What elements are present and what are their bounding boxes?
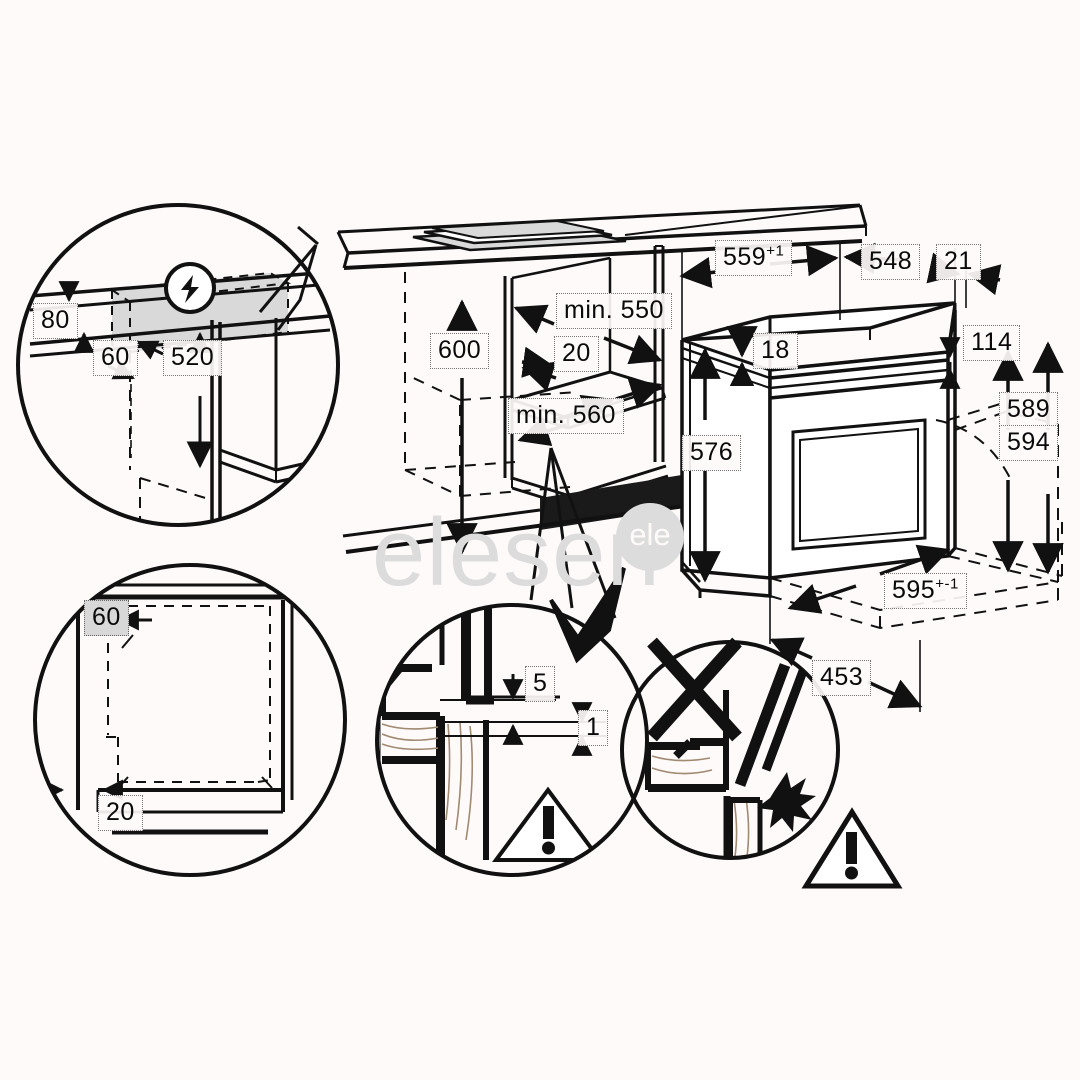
dim-label-548: 548 xyxy=(861,244,921,280)
dim-label-5: 5 xyxy=(525,666,556,702)
dim-label-1: 1 xyxy=(578,710,609,746)
dim-label-594: 594 xyxy=(999,425,1059,461)
dimension-arrows-cabinet xyxy=(446,299,663,555)
leader-hob-callout xyxy=(258,225,319,331)
check-mark-icon xyxy=(549,566,626,664)
dim-label-589: 589 xyxy=(999,392,1059,428)
dim-label-600: 600 xyxy=(430,333,490,369)
dim-label-559-value: 559 xyxy=(723,243,767,271)
dim-label-595-value: 595 xyxy=(892,576,936,604)
detail-circle-top-left xyxy=(16,203,340,527)
dim-label-min-560: min. 560 xyxy=(508,398,624,434)
dim-label-595: 595+-1 xyxy=(884,573,967,609)
dim-label-559-tol: +1 xyxy=(766,242,785,260)
dim-label-595-tol: +-1 xyxy=(935,575,959,593)
dim-label-80: 80 xyxy=(33,303,78,339)
dim-label-60-lower: 60 xyxy=(84,600,129,636)
cross-mark-icon xyxy=(647,637,742,742)
dim-label-21: 21 xyxy=(936,244,981,280)
dim-label-20-cabinet: 20 xyxy=(554,336,599,372)
detail-circle-bottom-left xyxy=(33,563,347,877)
dim-label-114: 114 xyxy=(963,325,1021,361)
leader-mounting-callout xyxy=(529,447,617,619)
dim-label-min-550: min. 550 xyxy=(556,293,672,329)
dim-label-559: 559+1 xyxy=(715,240,793,276)
detail-circle-bottom-center xyxy=(375,603,649,877)
warning-triangle-icon-right xyxy=(801,807,903,889)
dim-label-18: 18 xyxy=(753,333,798,369)
dim-label-20-lower: 20 xyxy=(98,795,143,831)
dim-label-576: 576 xyxy=(682,435,742,471)
detail-circle-bottom-right xyxy=(549,566,903,889)
dim-label-60: 60 xyxy=(93,340,138,376)
dim-label-520: 520 xyxy=(163,340,223,376)
dim-label-453: 453 xyxy=(812,660,872,696)
